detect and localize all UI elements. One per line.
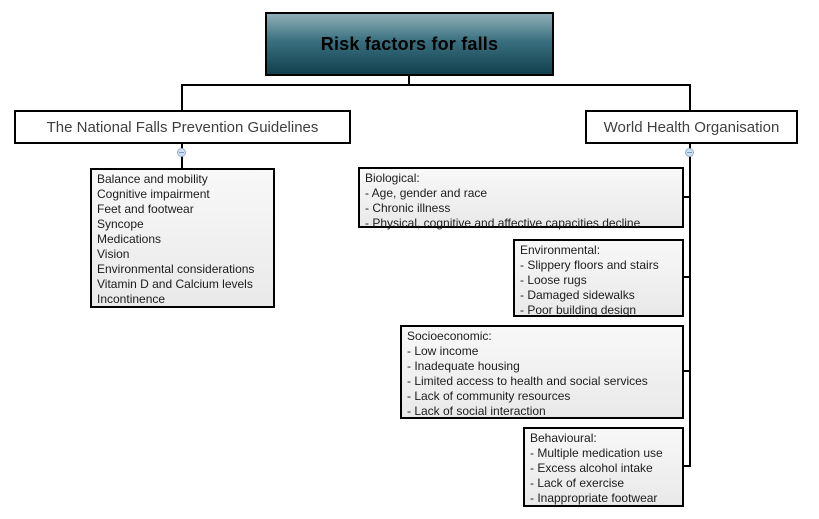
list-item: - Loose rugs <box>520 273 587 287</box>
collapse-toggle-right[interactable] <box>685 148 694 157</box>
list-item: Incontinence <box>97 292 166 306</box>
list-item: - Low income <box>407 344 479 358</box>
list-item: - Excess alcohol intake <box>530 461 653 475</box>
list-node-environmental[interactable]: Environmental: - Slippery floors and sta… <box>513 239 684 317</box>
list-node-behavioural[interactable]: Behavioural: - Multiple medication use -… <box>523 427 684 507</box>
branch-node-label: World Health Organisation <box>603 118 780 136</box>
list-item: - Age, gender and race <box>365 186 488 200</box>
list-item: - Lack of exercise <box>530 476 625 490</box>
root-node-label: Risk factors for falls <box>320 33 499 54</box>
connector-right-drop <box>689 84 691 110</box>
list-item: Feet and footwear <box>97 202 194 216</box>
list-item: Vision <box>97 247 130 261</box>
connector-left-drop <box>181 84 183 110</box>
list-item: - Inadequate housing <box>407 359 520 373</box>
branch-node-who[interactable]: World Health Organisation <box>585 110 798 144</box>
list-item: Syncope <box>97 217 144 231</box>
connector-stub-biological <box>682 196 691 198</box>
list-node-biological[interactable]: Biological: - Age, gender and race - Chr… <box>358 167 684 230</box>
list-node-socioeconomic[interactable]: Socioeconomic: - Low income - Inadequate… <box>400 325 684 419</box>
minus-icon <box>179 152 184 153</box>
branch-node-national-guidelines[interactable]: The National Falls Prevention Guidelines <box>14 110 351 144</box>
list-node-national-guidelines-factors[interactable]: Balance and mobility Cognitive impairmen… <box>90 168 275 308</box>
list-item: Balance and mobility <box>97 172 208 186</box>
list-item: Vitamin D and Calcium levels <box>97 277 253 291</box>
category-heading: Biological: <box>365 171 420 185</box>
list-item: Cognitive impairment <box>97 187 210 201</box>
connector-stub-socioeconomic <box>682 370 691 372</box>
category-heading: Socioeconomic: <box>407 329 492 343</box>
list-item: - Slippery floors and stairs <box>520 258 659 272</box>
connector-title-stub <box>408 76 410 85</box>
list-item: - Physical, cognitive and affective capa… <box>365 216 641 230</box>
list-item: - Inappropriate footwear <box>530 491 658 505</box>
list-item: Medications <box>97 232 162 246</box>
list-item: Environmental considerations <box>97 262 255 276</box>
list-item: - Chronic illness <box>365 201 451 215</box>
connector-stub-environmental <box>682 276 691 278</box>
category-heading: Environmental: <box>520 243 601 257</box>
list-item: - Lack of community resources <box>407 389 571 403</box>
minus-icon <box>687 152 692 153</box>
list-item: - Poor building design <box>520 303 637 317</box>
root-node-risk-factors[interactable]: Risk factors for falls <box>265 12 554 76</box>
connector-right-trunk <box>689 143 691 467</box>
list-item: - Lack of social interaction <box>407 404 546 418</box>
category-heading: Behavioural: <box>530 431 597 445</box>
list-item: - Damaged sidewalks <box>520 288 635 302</box>
list-item: - Multiple medication use <box>530 446 663 460</box>
branch-node-label: The National Falls Prevention Guidelines <box>46 118 319 136</box>
connector-stub-behavioural <box>682 465 691 467</box>
connector-horizontal-main <box>181 84 691 86</box>
list-item: - Limited access to health and social se… <box>407 374 648 388</box>
collapse-toggle-left[interactable] <box>177 148 186 157</box>
